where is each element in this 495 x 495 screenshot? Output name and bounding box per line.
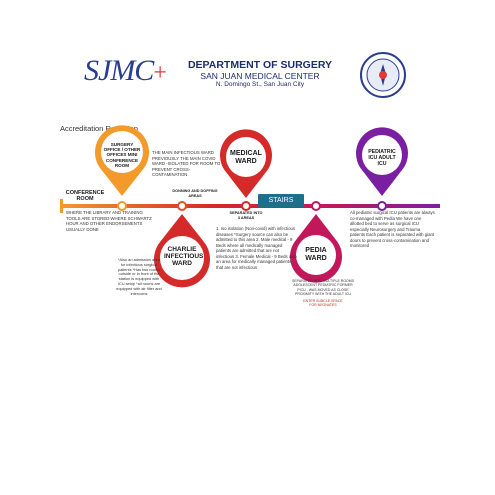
- timeline-node: [117, 201, 127, 211]
- medical-ward-note: 1. Iso isolation (Non-covid) with infect…: [216, 226, 297, 270]
- donning-note: THE MAIN INFECTIOUS WARD PREVIOUSLY THE …: [152, 150, 221, 177]
- stairs-badge: STAIRS: [258, 194, 304, 207]
- timeline-node: [311, 201, 321, 211]
- hospital-name: SAN JUAN MEDICAL CENTER: [200, 71, 320, 81]
- timeline-node: [241, 201, 251, 211]
- pin-pediatric-icu: [356, 127, 408, 196]
- pin-charlie-ward: [154, 214, 210, 288]
- pedia-ward-title: PEDIA WARD: [305, 247, 327, 262]
- hospital-address: N. Domingo St., San Juan City: [215, 81, 305, 88]
- icu-note: All pediatric surgical ICU patients are …: [350, 210, 435, 248]
- sjmc-logo: SJMC+: [84, 54, 167, 88]
- conference-marker: [60, 199, 63, 213]
- pedia-ward-note: SEPARATED INTO MULTIPLE ROOMS ADOLESCENT…: [292, 279, 354, 296]
- logo-plus-icon: +: [153, 60, 167, 86]
- timeline-node: [177, 201, 187, 211]
- department-title: DEPARTMENT OF SURGERY: [187, 59, 333, 71]
- pin-surgery-office: [95, 125, 149, 196]
- pin-pedia-ward: [290, 214, 342, 283]
- logo-text: SJMC: [84, 54, 154, 87]
- conference-room-note: WHERE THE LIBRARY AND TRAINING TOOLS ARE…: [66, 210, 152, 232]
- pedia-ward-note-red: ENTER SUBCLE SPACE FOR NEONATES: [303, 299, 343, 308]
- medical-ward-subtitle: SEPARATED INTO 3 AREAS: [229, 211, 263, 220]
- department-seal-icon: [360, 52, 406, 98]
- charlie-ward-note: *Also an admission area for infectious s…: [116, 257, 162, 296]
- icu-title: PEDIATRIC ICU ADULT ICU: [368, 149, 396, 167]
- surgery-office-title: SURGERY OFFICE / OTHER OFFICES MINI CONF…: [103, 142, 141, 168]
- roadmap-title: Accreditation Roadmap: [60, 124, 138, 133]
- conference-room-title: CONFERENCE ROOM: [65, 190, 105, 202]
- medical-ward-title: MEDICAL WARD: [230, 150, 262, 165]
- charlie-ward-title: CHARLIE INFECTIOUS WARD: [164, 246, 204, 267]
- timeline-node: [377, 201, 387, 211]
- donning-title: DONNING AND DOFFING AREAS: [172, 189, 218, 198]
- pin-medical-ward: [219, 129, 272, 198]
